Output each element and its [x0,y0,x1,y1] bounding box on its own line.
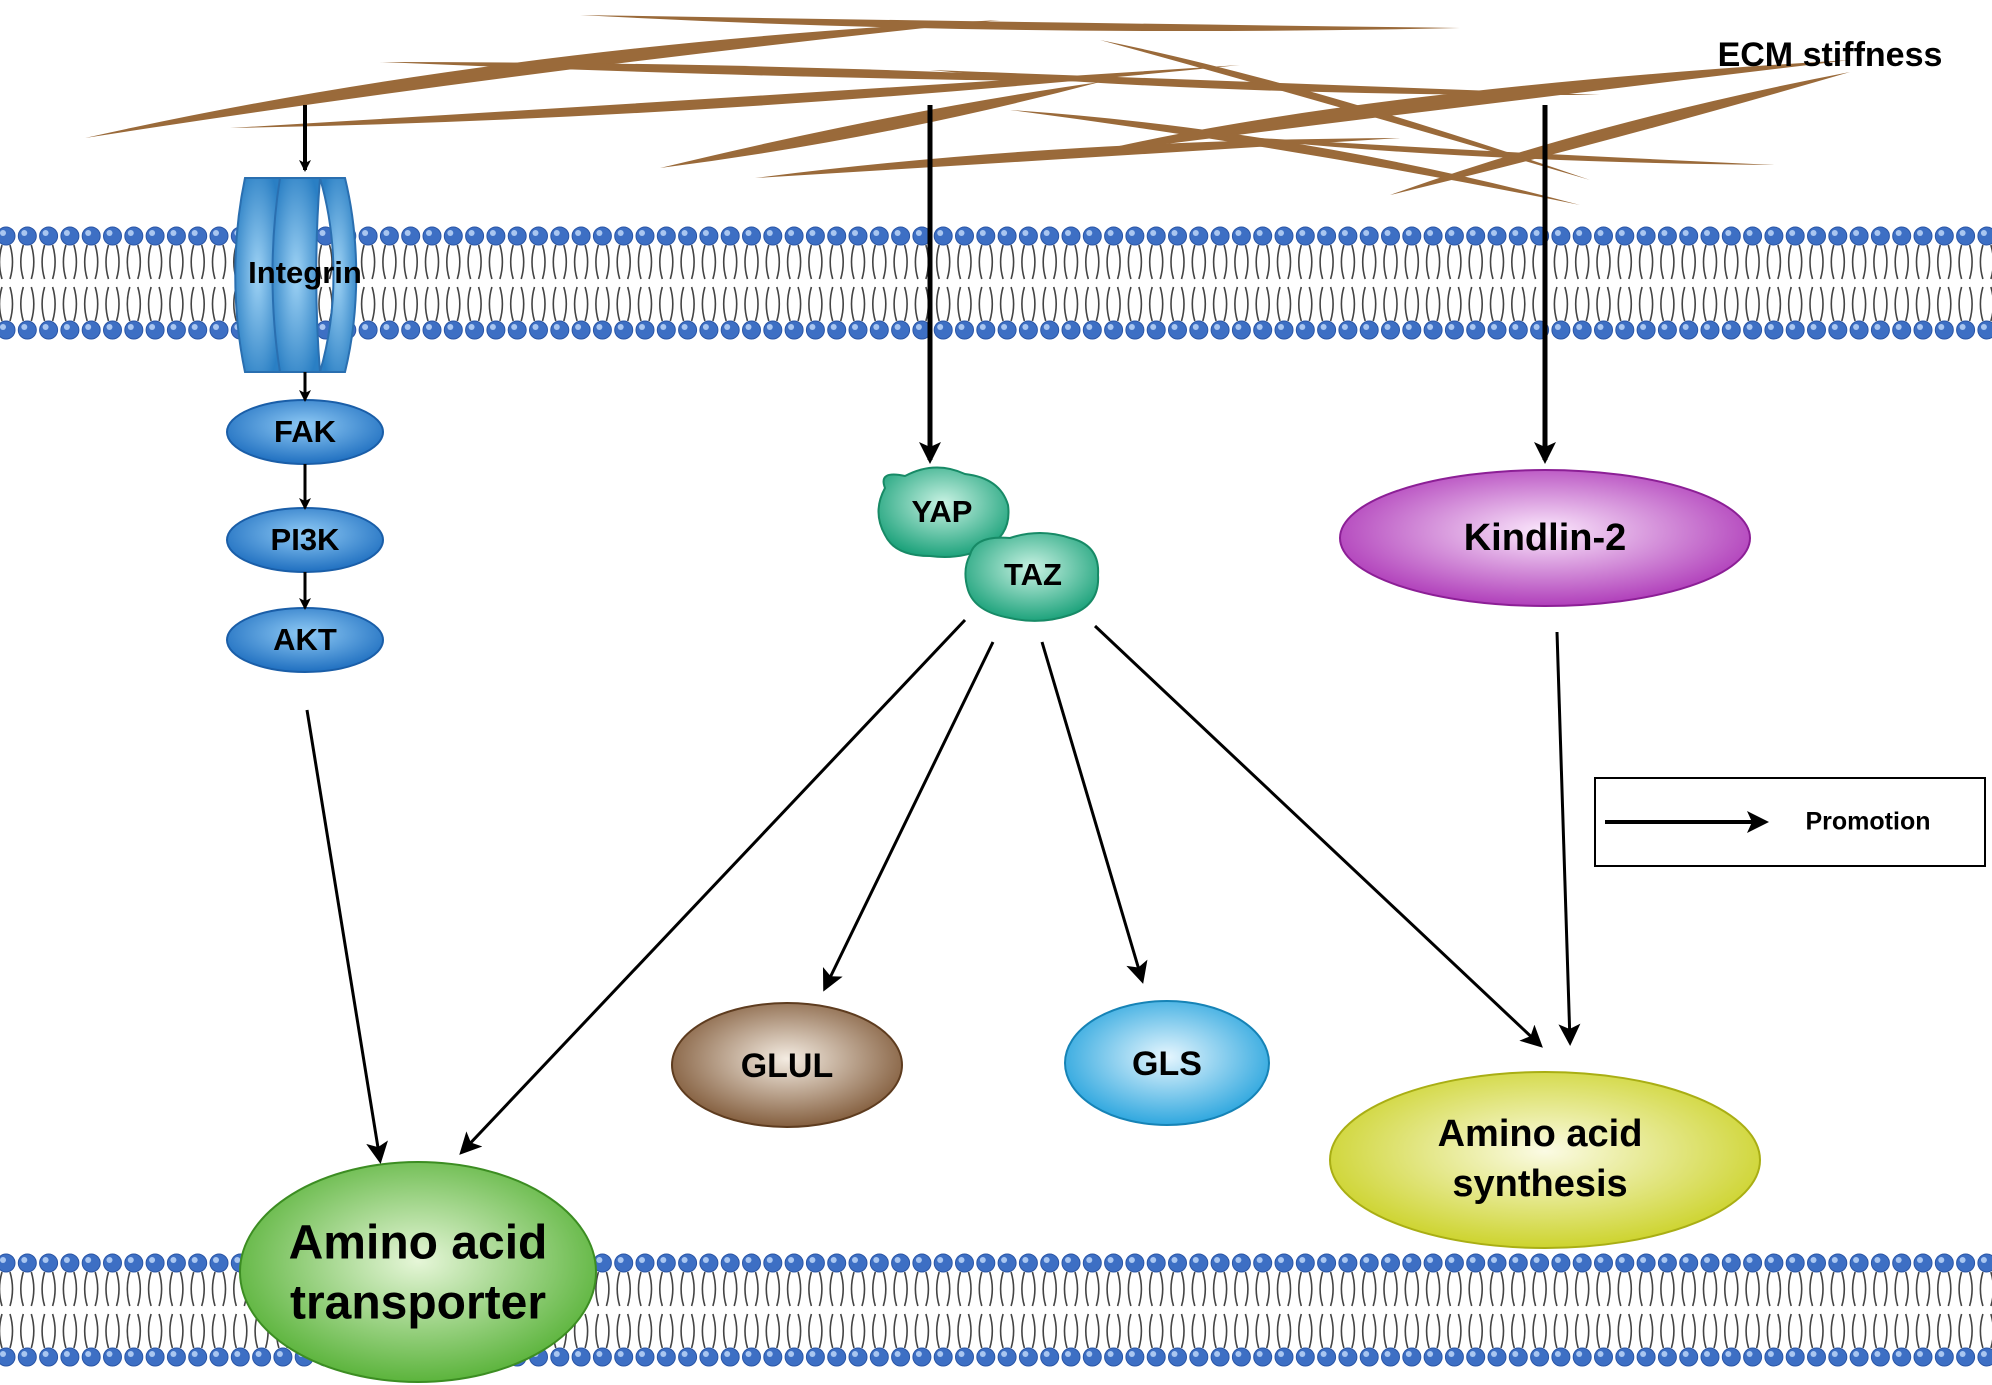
arrow-taz-to-transporter [459,618,967,1155]
amino-acid-synthesis-node: Amino acid synthesis [1329,1071,1761,1249]
arrow-kindlin-to-synthesis [1555,631,1581,1046]
fak-node: FAK [226,399,384,465]
arrow-akt-to-transporter [305,709,388,1164]
arrow-taz-to-synthesis [1093,624,1543,1048]
arrow-taz-to-glul [822,641,995,992]
akt-node: AKT [226,607,384,673]
kindlin-2-label: Kindlin-2 [1464,517,1627,559]
pathway-arrows [299,105,1581,1164]
transporter-label-line1: Amino acid [289,1217,548,1270]
synthesis-label-line1: Amino acid [1438,1113,1643,1155]
gls-label: GLS [1132,1045,1202,1083]
kindlin-2-node: Kindlin-2 [1339,469,1751,607]
glul-node: GLUL [671,1002,903,1128]
taz-node: TAZ [964,532,1100,622]
legend-promotion-label: Promotion [1806,808,1931,836]
gls-node: GLS [1064,1000,1270,1126]
integrin-label: Integrin [248,255,362,290]
synthesis-label-line2: synthesis [1452,1163,1627,1205]
arrow-taz-to-gls [1040,641,1148,984]
ecm-stiffness-label: ECM stiffness [1718,36,1943,74]
amino-acid-transporter-node: Amino acid transporter [239,1161,597,1383]
pi3k-node: PI3K [226,507,384,573]
fak-label: FAK [274,414,337,449]
akt-label: AKT [273,622,337,657]
ecm-fibers [85,15,1850,205]
taz-label: TAZ [1004,557,1062,592]
integrin-receptor: Integrin [234,177,362,373]
transporter-label-line2: transporter [290,1277,546,1330]
legend: Promotion [1594,777,1986,867]
pi3k-label: PI3K [271,522,341,557]
glul-label: GLUL [741,1047,834,1085]
yap-label: YAP [912,494,973,529]
yap-node: YAP [877,466,1010,558]
